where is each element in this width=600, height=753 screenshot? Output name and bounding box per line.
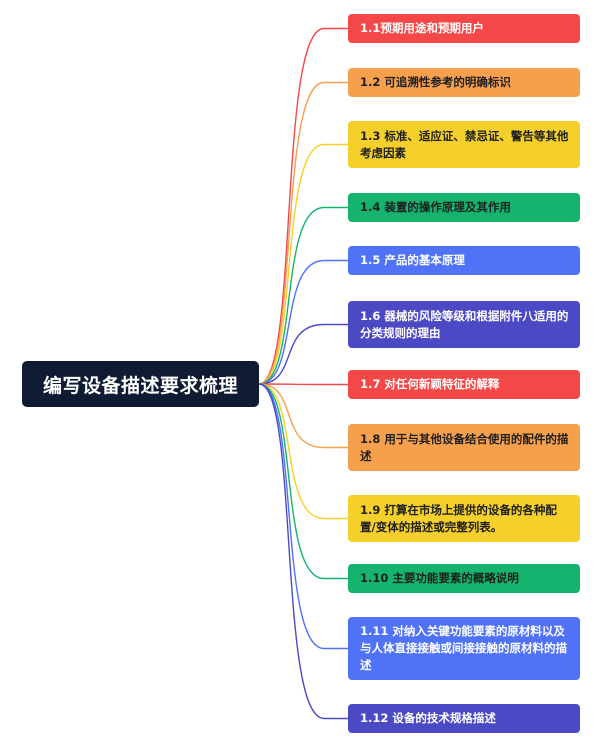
- branch-label: 1.10 主要功能要素的概略说明: [360, 571, 519, 585]
- branch-label: 1.12 设备的技术规格描述: [360, 711, 496, 725]
- connector-line: [258, 27, 348, 385]
- branch-node-1-8: 1.8 用于与其他设备结合使用的配件的描述: [348, 424, 580, 471]
- root-node-label: 编写设备描述要求梳理: [42, 374, 238, 397]
- root-node: 编写设备描述要求梳理: [22, 361, 259, 407]
- connector-line: [258, 383, 348, 449]
- branch-node-1-2: 1.2 可追溯性参考的明确标识: [348, 68, 580, 97]
- branch-node-1-10: 1.10 主要功能要素的概略说明: [348, 564, 580, 593]
- branch-node-1-11: 1.11 对纳入关键功能要素的原材料以及与人体直接接触或间接接触的原材料的描述: [348, 617, 580, 680]
- connector-line: [258, 383, 348, 386]
- branch-label: 1.3 标准、适应证、禁忌证、警告等其他考虑因素: [360, 128, 569, 160]
- branch-label: 1.8 用于与其他设备结合使用的配件的描述: [360, 431, 569, 463]
- branch-node-1-4: 1.4 装置的操作原理及其作用: [348, 193, 580, 222]
- branch-label: 1.6 器械的风险等级和根据附件八适用的分类规则的理由: [360, 308, 569, 340]
- connector-line: [258, 81, 348, 385]
- branch-node-1-1: 1.1预期用途和预期用户: [348, 14, 580, 43]
- branch-label: 1.1预期用途和预期用户: [360, 21, 484, 35]
- connector-line: [258, 383, 348, 720]
- connector-line: [258, 259, 348, 385]
- branch-node-1-3: 1.3 标准、适应证、禁忌证、警告等其他考虑因素: [348, 121, 580, 168]
- branch-node-1-9: 1.9 打算在市场上提供的设备的各种配置/变体的描述或完整列表。: [348, 495, 580, 542]
- connector-line: [258, 383, 348, 520]
- connector-line: [258, 143, 348, 385]
- connector-line: [258, 383, 348, 650]
- branch-label: 1.2 可追溯性参考的明确标识: [360, 75, 511, 89]
- branch-node-1-12: 1.12 设备的技术规格描述: [348, 704, 580, 733]
- branch-label: 1.9 打算在市场上提供的设备的各种配置/变体的描述或完整列表。: [360, 502, 557, 534]
- branch-label: 1.5 产品的基本原理: [360, 253, 465, 267]
- connector-line: [258, 206, 348, 385]
- connector-line: [258, 383, 348, 580]
- branch-node-1-5: 1.5 产品的基本原理: [348, 246, 580, 275]
- branch-label: 1.4 装置的操作原理及其作用: [360, 200, 511, 214]
- branch-node-1-6: 1.6 器械的风险等级和根据附件八适用的分类规则的理由: [348, 301, 580, 348]
- branch-label: 1.11 对纳入关键功能要素的原材料以及与人体直接接触或间接接触的原材料的描述: [360, 624, 567, 672]
- branch-node-1-7: 1.7 对任何新颖特征的解释: [348, 370, 580, 399]
- connector-line: [258, 323, 348, 385]
- branch-label: 1.7 对任何新颖特征的解释: [360, 377, 500, 391]
